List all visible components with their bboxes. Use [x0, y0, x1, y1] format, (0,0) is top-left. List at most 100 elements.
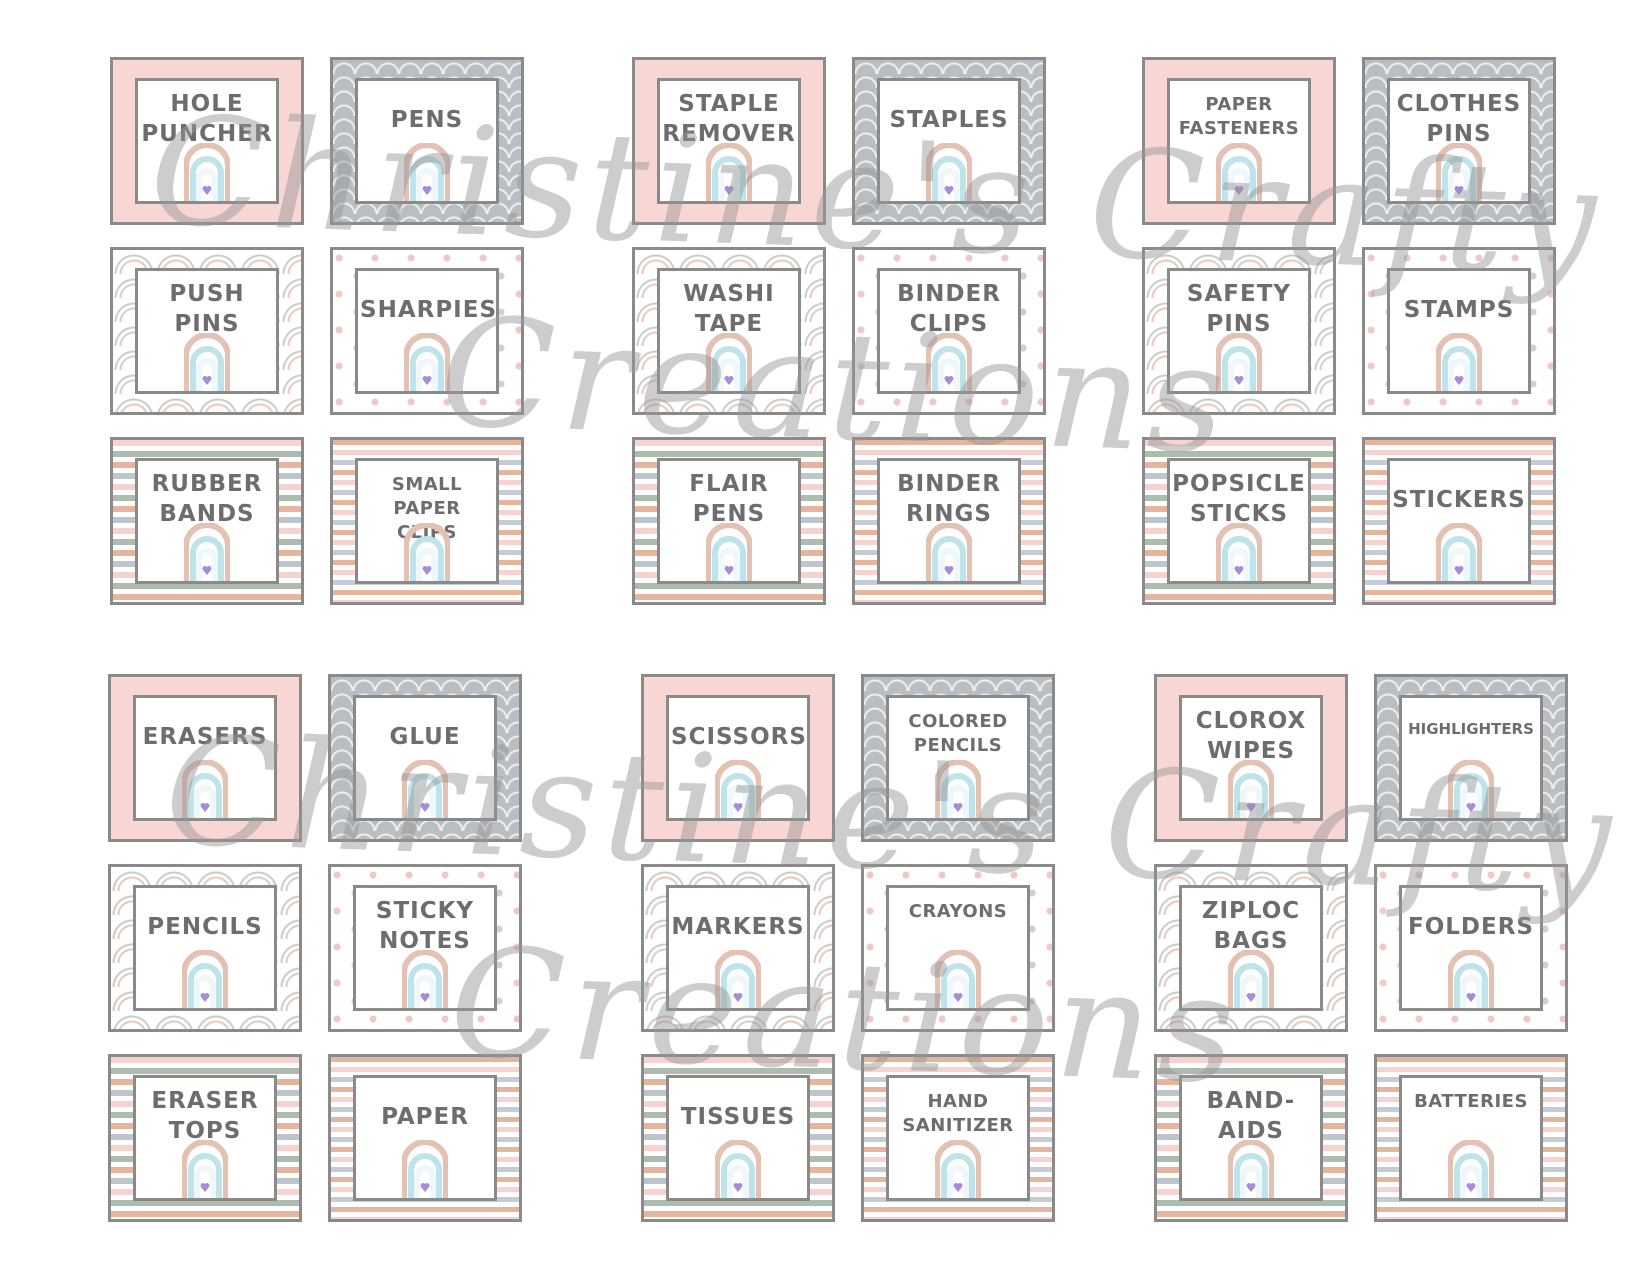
label-inner-panel: ERASER TOPS	[133, 1075, 277, 1201]
storage-label: CRAYONS	[861, 864, 1055, 1032]
heart-icon	[1466, 803, 1476, 812]
heart-icon	[1454, 186, 1464, 195]
label-text: HOLE PUNCHER	[141, 91, 273, 147]
storage-label: TISSUES	[641, 1054, 835, 1222]
heart-icon	[1454, 376, 1464, 385]
storage-label: RUBBER BANDS	[110, 437, 304, 605]
heart-icon	[422, 566, 432, 575]
storage-label: FLAIR PENS	[632, 437, 826, 605]
storage-label: FOLDERS	[1374, 864, 1568, 1032]
rainbow-icon	[184, 143, 230, 201]
rainbow-icon	[1216, 523, 1262, 581]
label-inner-panel: HAND SANITIZER	[886, 1075, 1030, 1201]
label-inner-panel: CLOROX WIPES	[1179, 695, 1323, 821]
label-inner-panel: POPSICLE STICKS	[1167, 458, 1311, 584]
rainbow-icon	[935, 760, 981, 818]
storage-label: BAND- AIDS	[1154, 1054, 1348, 1222]
label-text: STICKY NOTES	[375, 898, 475, 954]
label-text: BATTERIES	[1414, 1091, 1528, 1112]
label-inner-panel: STAMPS	[1387, 268, 1531, 394]
label-text: CLOROX WIPES	[1195, 708, 1307, 764]
label-inner-panel: STICKY NOTES	[353, 885, 497, 1011]
label-text: BAND- AIDS	[1206, 1088, 1296, 1144]
storage-label: PAPER	[328, 1054, 522, 1222]
heart-icon	[1466, 993, 1476, 1002]
rainbow-icon	[402, 1140, 448, 1198]
label-inner-panel: RUBBER BANDS	[135, 458, 279, 584]
rainbow-icon	[402, 760, 448, 818]
label-inner-panel: PENCILS	[133, 885, 277, 1011]
label-inner-panel: SCISSORS	[666, 695, 810, 821]
heart-icon	[953, 993, 963, 1002]
label-text: PENCILS	[147, 914, 263, 940]
heart-icon	[200, 1183, 210, 1192]
storage-label: STICKERS	[1362, 437, 1556, 605]
label-text: TISSUES	[680, 1104, 796, 1130]
label-text: CRAYONS	[908, 901, 1008, 922]
storage-label: ERASER TOPS	[108, 1054, 302, 1222]
label-inner-panel: SHARPIES	[355, 268, 499, 394]
rainbow-icon	[402, 950, 448, 1008]
storage-label: STAPLE REMOVER	[632, 57, 826, 225]
storage-label: POPSICLE STICKS	[1142, 437, 1336, 605]
label-text: FLAIR PENS	[689, 471, 769, 527]
label-text: STAPLES	[889, 107, 1009, 133]
storage-label: BINDER RINGS	[852, 437, 1046, 605]
label-inner-panel: BATTERIES	[1399, 1075, 1543, 1201]
heart-icon	[200, 993, 210, 1002]
rainbow-icon	[926, 143, 972, 201]
rainbow-icon	[715, 950, 761, 1008]
storage-label: WASHI TAPE	[632, 247, 826, 415]
storage-label: STAPLES	[852, 57, 1046, 225]
heart-icon	[953, 1183, 963, 1192]
label-text: GLUE	[389, 724, 461, 750]
label-text: POPSICLE STICKS	[1172, 471, 1306, 527]
label-inner-panel: FOLDERS	[1399, 885, 1543, 1011]
heart-icon	[420, 803, 430, 812]
heart-icon	[422, 376, 432, 385]
label-inner-panel: PUSH PINS	[135, 268, 279, 394]
label-text: CLOTHES PINS	[1396, 91, 1522, 147]
label-inner-panel: BAND- AIDS	[1179, 1075, 1323, 1201]
label-text: STAPLE REMOVER	[662, 91, 796, 147]
rainbow-icon	[935, 950, 981, 1008]
storage-label: SCISSORS	[641, 674, 835, 842]
heart-icon	[1234, 376, 1244, 385]
rainbow-icon	[184, 523, 230, 581]
label-text: COLORED PENCILS	[908, 711, 1008, 756]
rainbow-icon	[1448, 1140, 1494, 1198]
label-text: ERASER TOPS	[151, 1088, 259, 1144]
storage-label: SHARPIES	[330, 247, 524, 415]
rainbow-icon	[926, 523, 972, 581]
rainbow-icon	[404, 523, 450, 581]
storage-label: BINDER CLIPS	[852, 247, 1046, 415]
heart-icon	[944, 376, 954, 385]
rainbow-icon	[935, 1140, 981, 1198]
label-inner-panel: FLAIR PENS	[657, 458, 801, 584]
storage-label: ERASERS	[108, 674, 302, 842]
rainbow-icon	[182, 1140, 228, 1198]
label-text: PENS	[390, 107, 464, 133]
rainbow-icon	[1216, 143, 1262, 201]
heart-icon	[1246, 1183, 1256, 1192]
label-text: STAMPS	[1403, 297, 1515, 323]
label-inner-panel: SAFETY PINS	[1167, 268, 1311, 394]
label-text: PAPER	[381, 1104, 469, 1130]
label-text: ERASERS	[142, 724, 268, 750]
heart-icon	[733, 993, 743, 1002]
rainbow-icon	[184, 333, 230, 391]
label-text: BINDER RINGS	[897, 471, 1001, 527]
label-inner-panel: PENS	[355, 78, 499, 204]
storage-label: PENS	[330, 57, 524, 225]
storage-label: GLUE	[328, 674, 522, 842]
heart-icon	[1234, 566, 1244, 575]
heart-icon	[422, 186, 432, 195]
label-inner-panel: MARKERS	[666, 885, 810, 1011]
rainbow-icon	[1228, 950, 1274, 1008]
rainbow-icon	[1436, 333, 1482, 391]
storage-label: ZIPLOC BAGS	[1154, 864, 1348, 1032]
rainbow-icon	[706, 523, 752, 581]
label-text: ZIPLOC BAGS	[1201, 898, 1301, 954]
label-text: HIGHLIGHTERS	[1408, 720, 1534, 738]
storage-label: STICKY NOTES	[328, 864, 522, 1032]
